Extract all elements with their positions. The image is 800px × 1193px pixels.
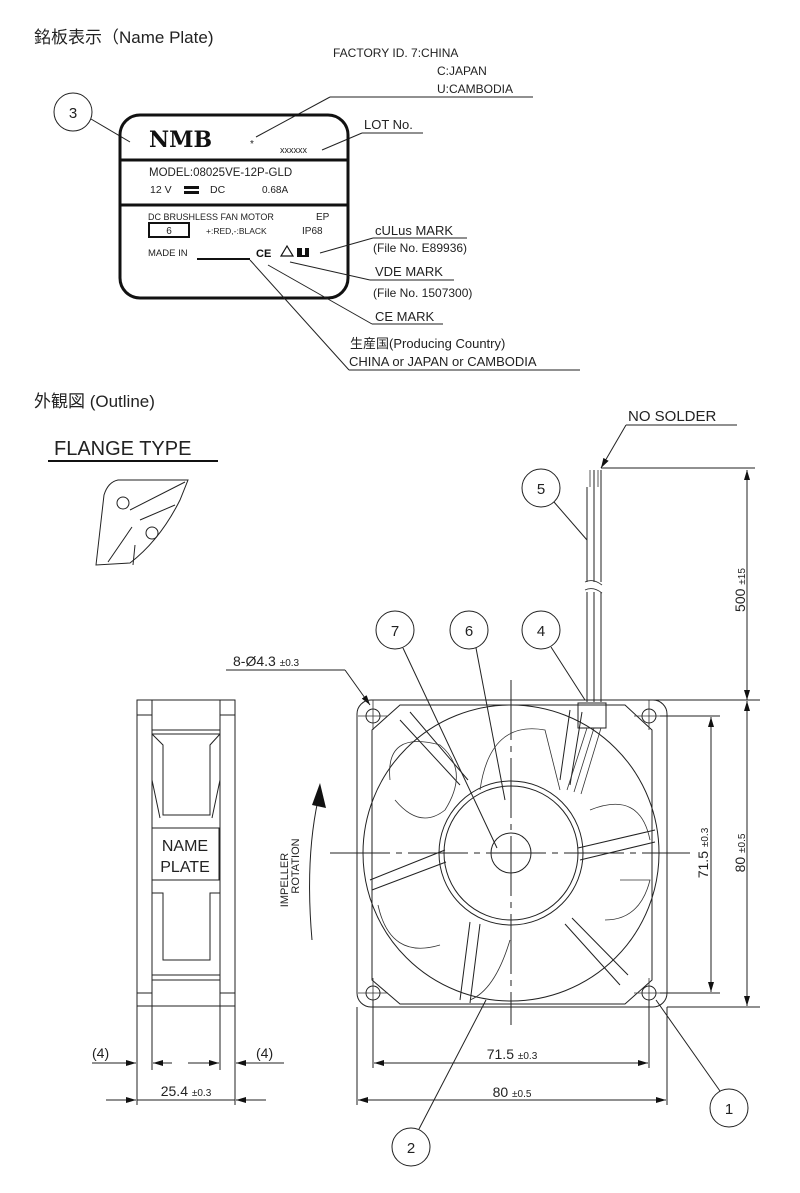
name-plate-box-line1: NAME [162,838,208,855]
plate-dc: DC [210,184,226,196]
rotation-arrow [309,799,319,941]
callout-4-leader [550,646,586,701]
plate-current: 0.68A [262,185,288,196]
dim-frame-h-value: 80 ±0.5 [493,1084,532,1100]
dim-flange-right: (4) [256,1045,273,1061]
callout-1: 1 [725,1101,733,1118]
culus-leader [319,237,374,254]
plate-voltage: 12 V [150,184,172,196]
rotation-arrowhead-icon [312,783,326,808]
callout-7-circle [375,610,415,650]
dim-hole-v-value: 71.5 ±0.3 [695,827,711,878]
plate-box-value: 6 [166,226,172,237]
callout-6-circle [449,610,489,650]
plate-made-in: MADE IN [148,248,188,259]
plate-star: * [250,139,254,150]
name-plate-box-line2: PLATE [160,859,210,876]
callout-1-circle [709,1088,749,1128]
outline-title: 外観図 (Outline) [34,392,155,411]
culus-file: (File No. E89936) [373,241,467,255]
ce-logo: CE [256,248,271,260]
dim-flange-left: (4) [92,1045,109,1061]
callout-5-leader [553,501,588,541]
plate-box [148,222,190,238]
producing-country-label: 生産国(Producing Country) [350,336,505,351]
callout-7-leader [402,647,498,849]
callout-5-circle [521,468,561,508]
plate-model: MODEL:08025VE-12P-GLD [149,167,292,179]
flange-corner-icon [95,479,189,566]
fan-side-view: NAME PLATE [136,699,236,1007]
dim-depth-value: 25.4 ±0.3 [161,1083,212,1099]
callout-1-leader [655,999,721,1092]
callout-2-leader [418,999,487,1130]
callout-6: 6 [465,623,473,640]
vde-mark-label: VDE MARK [375,264,443,279]
rotation-label-1: IMPELLER [279,853,291,907]
factory-leader [255,96,331,138]
rotation-label-2: ROTATION [290,838,302,893]
nmb-logo: NMB [149,127,212,153]
plate-motor-type: DC BRUSHLESS FAN MOTOR [148,212,274,222]
callout-3-leader [90,118,131,143]
dc-symbol-top [184,186,199,189]
producing-country-value: CHINA or JAPAN or CAMBODIA [349,354,537,369]
lead-wires [584,470,603,702]
lot-label: LOT No. [364,117,413,132]
flange-type-label: FLANGE TYPE [54,438,191,460]
plate-ep: EP [316,212,330,223]
dc-symbol-bottom [184,191,199,194]
factory-id-japan: C:JAPAN [437,64,487,78]
dim-lead-value: 500 ±15 [732,568,748,612]
factory-id-label: FACTORY ID. 7:CHINA [333,46,458,60]
no-solder-label: NO SOLDER [628,408,717,425]
fan-front-view [330,680,690,1025]
vde-logo-icon [279,244,295,257]
hole-spec: 8-Ø4.3 ±0.3 [233,653,300,669]
callout-5: 5 [537,481,545,498]
no-solder-leader [600,424,627,469]
vde-leader [289,261,371,281]
lot-leader [321,132,363,151]
hole-leader [344,669,371,706]
factory-id-cambodia: U:CAMBODIA [437,82,513,96]
dim-hole-h-value: 71.5 ±0.3 [487,1046,538,1062]
callout-3-circle [53,92,93,132]
callout-7: 7 [391,623,399,640]
callout-2: 2 [407,1140,415,1157]
callout-6-leader [475,647,506,801]
dim-frame-v-value: 80 ±0.5 [732,833,748,872]
plate-lot-value: xxxxxx [280,145,308,155]
ce-mark-label: CE MARK [375,309,435,324]
name-plate-box [151,827,220,881]
vde-file: (File No. 1507300) [373,286,472,300]
callout-3: 3 [69,105,77,122]
callout-2-circle [391,1127,431,1167]
ce-leader [267,264,373,325]
ul-logo-icon [297,248,309,257]
culus-mark-label: cULus MARK [375,223,453,238]
plate-wire-colors: +:RED,-:BLACK [206,226,267,236]
name-plate-title: 銘板表示（Name Plate) [34,28,213,47]
callout-4: 4 [537,623,545,640]
callout-4-circle [521,610,561,650]
country-leader [249,259,350,371]
plate-ip: IP68 [302,226,323,237]
